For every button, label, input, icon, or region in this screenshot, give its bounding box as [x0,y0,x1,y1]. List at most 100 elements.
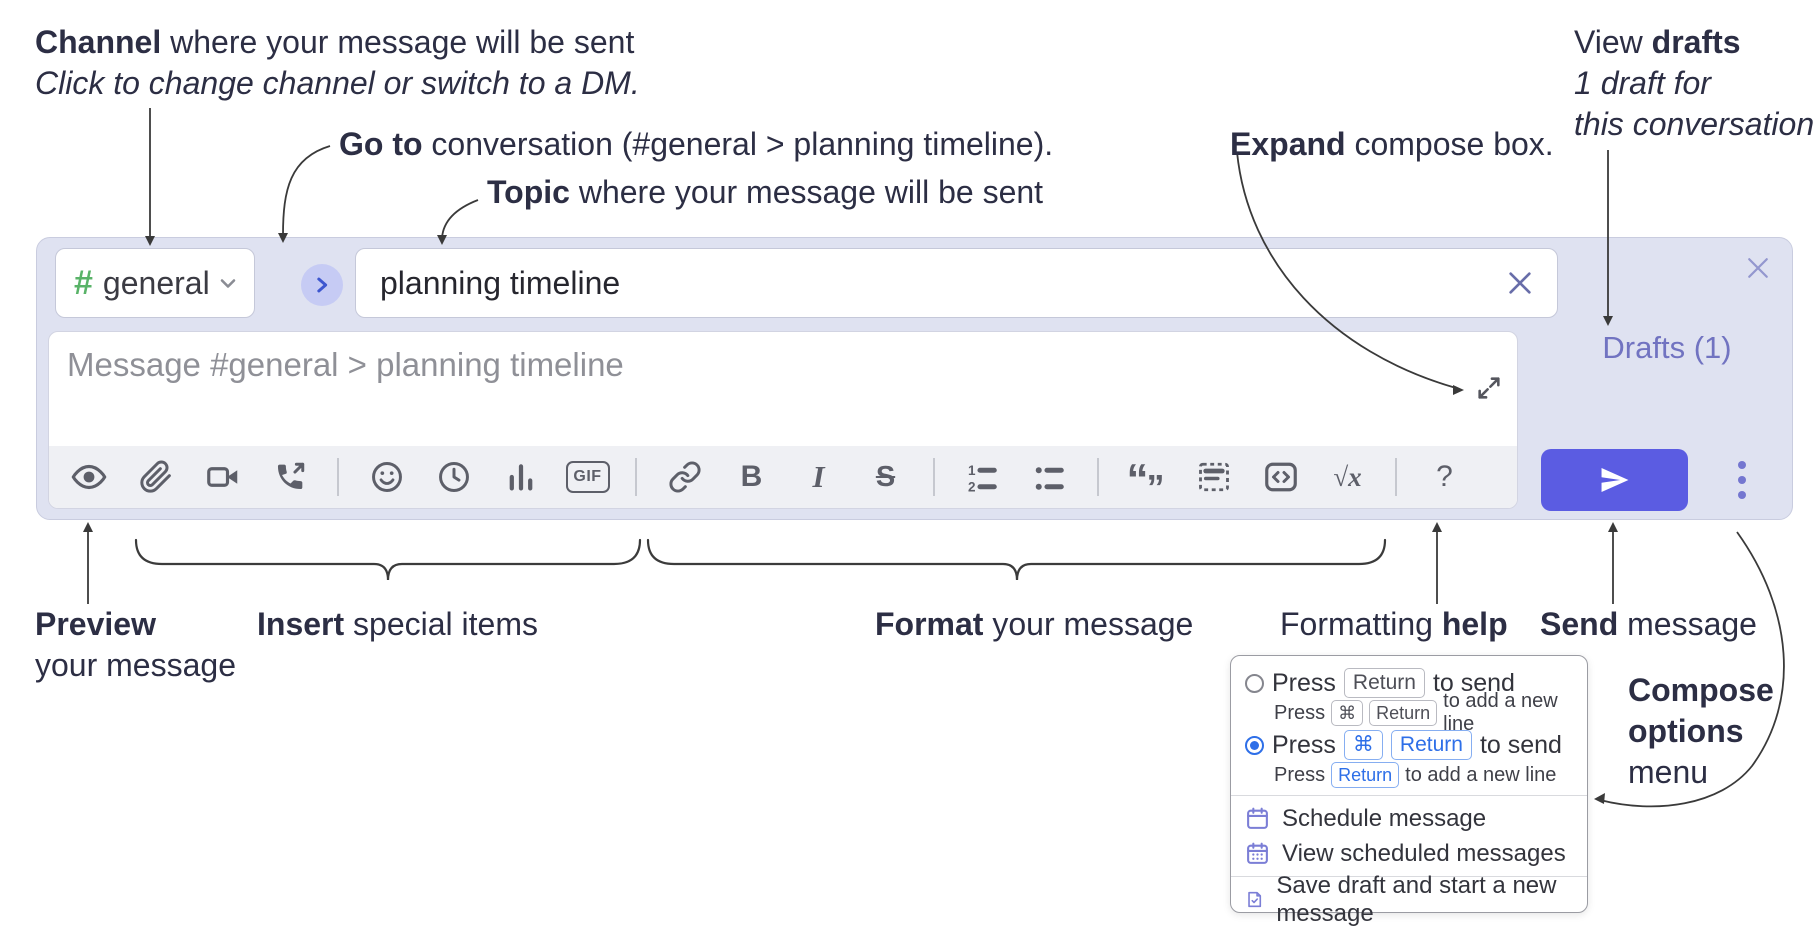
expand-icon [1478,377,1500,399]
topic-input[interactable]: planning timeline [355,248,1558,318]
code-icon [1264,462,1297,492]
format-annotation: Format your message [875,606,1194,642]
enter-sends-option[interactable]: Press Return to send [1231,666,1587,700]
math-button[interactable]: √x [1314,446,1381,508]
toolbar-divider [1083,446,1113,508]
enter-sends-option-subtext: Press ⌘ Return to add a new line [1274,690,1558,735]
send-annotation: Send message [1540,606,1757,642]
preview-annotation: Preview your message [35,606,236,683]
radio-unselected[interactable] [1245,673,1264,693]
close-icon [1509,272,1531,294]
insert-annotation: Insert special items [257,606,538,642]
key-return: Return [1343,668,1425,698]
strikethrough-button[interactable]: S [852,446,919,508]
message-input[interactable]: Message #general > planning timeline [49,332,1517,446]
add-poll-button[interactable] [487,446,554,508]
send-icon [1601,467,1628,493]
gif-icon: GIF [565,461,610,493]
popup-divider [1231,876,1587,877]
compose-options-menu-button[interactable] [1717,449,1767,511]
spoiler-button[interactable] [1180,446,1247,508]
smiley-icon [371,462,402,492]
svg-text:1: 1 [968,463,976,478]
drafts-link[interactable]: Drafts (1) [1602,330,1732,365]
cmd-enter-sends-option[interactable]: Press ⌘ Return to send [1231,728,1587,762]
key-return: Return [1369,700,1438,726]
compose-options-annotation: Compose options menu [1628,672,1774,790]
topic-input-value: planning timeline [380,264,621,301]
compose-toolbar: GIF B I S 1 [49,446,1517,508]
clear-topic-button[interactable] [1499,262,1541,304]
bar-chart-icon [509,464,532,491]
schedule-message-item[interactable]: Schedule message [1231,801,1587,836]
message-box: Message #general > planning timeline [48,331,1518,509]
compose-box: # general planning timeline Drafts (1) [36,237,1793,520]
toolbar-divider [919,446,949,508]
add-emoji-button[interactable] [353,446,420,508]
toolbar-divider [621,446,651,508]
channel-selector-label: general [102,264,210,301]
add-gif-button[interactable]: GIF [554,446,621,508]
calendar-grid-icon [1247,842,1268,864]
link-button[interactable] [651,446,718,508]
clock-icon [438,462,469,492]
key-return: Return [1390,730,1472,760]
bold-icon: B [740,460,763,493]
attach-file-button[interactable] [122,446,189,508]
code-button[interactable] [1247,446,1314,508]
italic-button[interactable]: I [785,446,852,508]
quote-button[interactable]: “” [1113,446,1180,508]
link-icon [669,461,700,493]
connector-go-to [282,145,331,236]
message-formatting-help-button[interactable]: ? [1411,446,1478,508]
view-scheduled-messages-item[interactable]: View scheduled messages [1231,836,1587,871]
formatting-help-annotation: Formatting help [1280,606,1508,642]
calendar-icon [1247,807,1268,829]
chevron-down-icon [220,279,236,288]
kebab-dot [1738,461,1746,469]
bold-button[interactable]: B [718,446,785,508]
radio-selected[interactable] [1245,735,1264,755]
video-camera-icon [206,467,237,487]
paperclip-icon [139,460,171,493]
save-draft-item[interactable]: Save draft and start a new message [1231,872,1587,927]
topic-annotation: Topic where your message will be sent [487,174,1044,210]
close-icon [1748,258,1768,278]
numbered-list-button[interactable]: 1 2 [949,446,1016,508]
send-button[interactable] [1541,449,1688,511]
key-cmd: ⌘ [1331,700,1364,726]
expand-compose-button[interactable] [1469,368,1509,408]
italic-icon: I [812,459,825,494]
toolbar-divider [323,446,353,508]
brace-insert [134,538,642,581]
popup-divider [1231,795,1587,796]
phone-outgoing-icon [277,462,304,490]
eye-icon [71,464,106,490]
close-compose-button[interactable] [1738,248,1778,288]
cmd-enter-sends-option-subtext: Press Return to add a new line [1231,762,1587,790]
expand-annotation: Expand compose box. [1230,126,1554,162]
kebab-dot [1738,476,1746,484]
kebab-dot [1738,491,1746,499]
channel-selector[interactable]: # general [55,248,255,318]
key-return: Return [1331,762,1400,788]
math-icon: √x [1333,461,1362,492]
strikethrough-icon: S [875,460,896,493]
spoiler-icon [1198,462,1229,492]
chevron-right-icon [317,277,328,293]
add-global-time-button[interactable] [420,446,487,508]
bulleted-list-icon [1035,467,1064,490]
channel-annotation: Channel where your message will be sent … [35,24,640,101]
numbered-list-icon: 1 2 [968,463,997,494]
voice-call-button[interactable] [256,446,323,508]
preview-button[interactable] [55,446,122,508]
go-to-conversation-button[interactable] [301,264,343,306]
video-call-button[interactable] [189,446,256,508]
toolbar-divider [1381,446,1411,508]
compose-options-popup: Press Return to send Press ⌘ Return to a… [1230,655,1588,927]
bulleted-list-button[interactable] [1016,446,1083,508]
connector-topic [441,199,479,239]
quote-icon: “” [1126,455,1165,508]
brace-format [646,538,1387,581]
